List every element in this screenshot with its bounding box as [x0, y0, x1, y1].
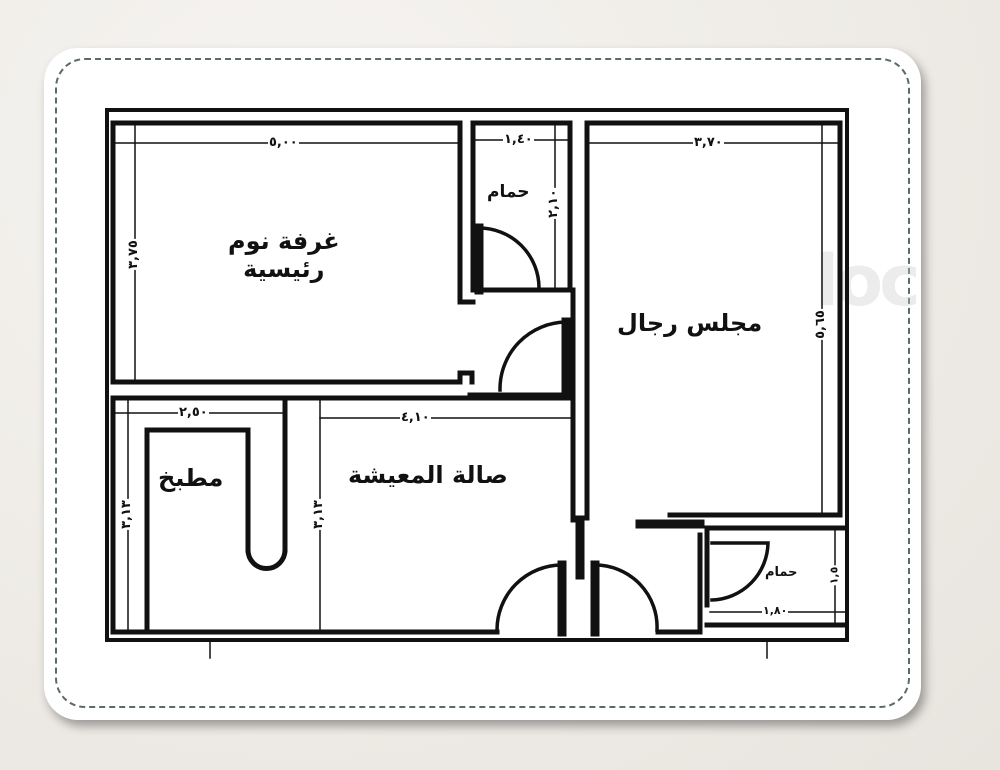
room-kitchen: مطبخ: [158, 464, 224, 492]
watermark: loc: [815, 240, 921, 322]
dim-master-bedroom-depth: ٣,٧٥: [125, 239, 141, 270]
dim-living-hall-depth: ٣,١٣: [310, 499, 326, 530]
room-label-line1: غرفة نوم: [228, 227, 340, 255]
dim-kitchen-width: ٢,٥٠: [178, 405, 209, 420]
dim-bathroom-2-depth: ١,٥: [827, 565, 841, 586]
dashed-border: [55, 58, 910, 708]
room-bathroom-2: حمام: [765, 565, 798, 580]
dim-bathroom-1-width: ١,٤٠: [503, 132, 534, 147]
dim-master-bedroom-width: ٥,٠٠: [268, 135, 299, 150]
dim-living-hall-width: ٤,١٠: [400, 410, 431, 425]
room-master-bedroom: غرفة نوم رئيسية: [228, 227, 340, 283]
room-bathroom-1: حمام: [487, 182, 530, 202]
dim-kitchen-depth: ٣,١٣: [118, 499, 134, 530]
dim-majlis-width: ٣,٧٠: [693, 135, 724, 150]
dim-majlis-depth: ٥,٦٥: [812, 309, 828, 340]
room-men-majlis: مجلس رجال: [617, 309, 763, 337]
dim-bathroom-1-depth: ٢,١٠: [545, 188, 561, 219]
room-label-line2: رئيسية: [243, 254, 325, 283]
dim-bathroom-2-width: ١,٨٠: [762, 604, 789, 617]
outer-walls: [105, 108, 849, 642]
room-living-hall: صالة المعيشة: [348, 461, 508, 489]
